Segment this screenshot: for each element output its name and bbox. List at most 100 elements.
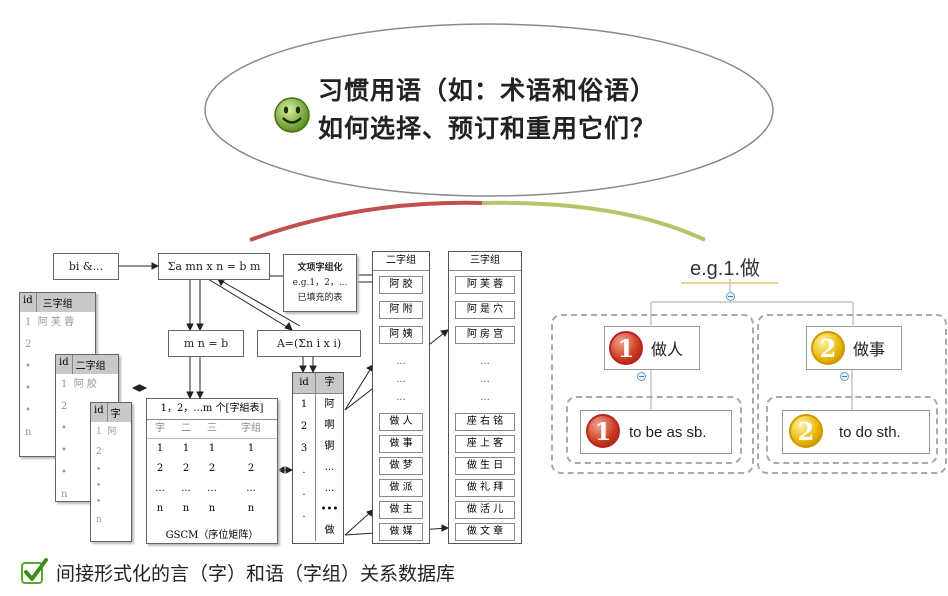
gscm-col: 字 bbox=[155, 423, 165, 434]
gscm-col: 三 bbox=[207, 423, 217, 434]
smiley-icon bbox=[272, 95, 312, 135]
gscm-row: ............ bbox=[147, 479, 277, 499]
mn-box: m n = b bbox=[168, 330, 244, 357]
row-char: 啊 bbox=[324, 420, 335, 431]
gscm-cell: 2 bbox=[156, 463, 164, 474]
collapse-icon[interactable] bbox=[637, 372, 646, 381]
bigram-column: 二字组 阿 胶阿 附阿 姨.........做 人做 事做 梦做 派做 主做 媒 bbox=[372, 251, 430, 544]
bubble-line-1: 习惯用语（如：术语和俗语） bbox=[318, 76, 657, 105]
checkbox-icon bbox=[19, 556, 49, 586]
row-char: ... bbox=[324, 462, 335, 473]
row-id: 2 bbox=[25, 339, 32, 350]
row-id: • bbox=[96, 465, 102, 475]
col-id: id bbox=[293, 373, 316, 393]
node-to-do-sth-label: to do sth. bbox=[839, 423, 901, 441]
gscm-cell: 1 bbox=[156, 443, 164, 454]
col-ellipsis: ... bbox=[480, 392, 490, 403]
row-id: . bbox=[302, 487, 306, 498]
gscm-cell: n bbox=[182, 503, 190, 514]
number-1-text: 1 bbox=[594, 416, 612, 446]
col-cell: 做 活 儿 bbox=[455, 501, 515, 519]
branch-1-child-group bbox=[566, 396, 742, 464]
row-value: 阿 bbox=[107, 427, 117, 437]
col-ellipsis: ... bbox=[480, 356, 490, 367]
col-cell: 座 上 客 bbox=[455, 435, 515, 453]
gscm-col: 二 bbox=[181, 423, 191, 434]
number-1-text: 1 bbox=[617, 333, 635, 363]
number-1-icon: 1 bbox=[609, 331, 643, 365]
col-id: id bbox=[91, 403, 108, 422]
col-cell: 做 主 bbox=[379, 501, 423, 519]
row-id: • bbox=[61, 467, 67, 478]
bottom-caption: 间接形式化的言（字）和语（字组）关系数据库 bbox=[56, 563, 456, 585]
number-2-icon: 2 bbox=[789, 414, 823, 448]
char-list: 阿啊锕......•••做 bbox=[316, 394, 343, 541]
gscm-cell: 2 bbox=[247, 463, 255, 474]
row-id: • bbox=[25, 383, 31, 394]
col-cell: 阿 是 穴 bbox=[455, 301, 515, 319]
example-title: e.g.1.做 bbox=[690, 258, 761, 280]
col-cell: 做 文 章 bbox=[455, 523, 515, 541]
col-cell: 做 事 bbox=[379, 435, 423, 453]
row-char: 阿 bbox=[324, 399, 335, 410]
gscm-cell: 2 bbox=[208, 463, 216, 474]
row-id: n bbox=[61, 489, 68, 500]
row-char: 做 bbox=[324, 525, 335, 536]
row-id: • bbox=[25, 361, 31, 372]
col-id: id bbox=[20, 293, 37, 312]
note-line-3: 已填充的表 bbox=[297, 292, 343, 303]
col-cell: 阿 房 宫 bbox=[455, 326, 515, 344]
gscm-cell: 1 bbox=[182, 443, 190, 454]
row-id: • bbox=[96, 497, 102, 507]
col-ellipsis: ... bbox=[396, 356, 406, 367]
col-bigram: 二字组 bbox=[75, 361, 106, 372]
note-line-2: e.g.1，2，... bbox=[292, 277, 348, 288]
node-to-be-as-sb-label: to be as sb. bbox=[629, 423, 707, 441]
bi-box: bi &... bbox=[53, 253, 119, 280]
col-cell: 做 梦 bbox=[379, 457, 423, 475]
row-char: ••• bbox=[320, 504, 339, 515]
col-cell: 做 礼 拜 bbox=[455, 479, 515, 497]
row-id: 2 bbox=[61, 401, 68, 412]
gscm-cell: 1 bbox=[247, 443, 255, 454]
trigram-column: 三字组 阿 芙 蓉阿 是 穴阿 房 宫.........座 右 铭座 上 客做 … bbox=[448, 251, 522, 544]
row-id: • bbox=[96, 481, 102, 491]
row-id: n bbox=[25, 427, 32, 438]
row-id: . bbox=[302, 509, 306, 520]
gscm-cell: ... bbox=[181, 483, 191, 494]
col-cell: 做 媒 bbox=[379, 523, 423, 541]
col-cell: 阿 胶 bbox=[379, 276, 423, 294]
collapse-icon[interactable] bbox=[840, 372, 849, 381]
number-2-text: 2 bbox=[797, 416, 815, 446]
number-2-icon: 2 bbox=[811, 331, 845, 365]
equation-box: Σa mn x n = b m bbox=[158, 253, 270, 280]
node-zuoren-label: 做人 bbox=[651, 342, 684, 359]
branch-2-child-group bbox=[766, 396, 938, 464]
row-id: 1 bbox=[96, 427, 102, 437]
col-char: 字 bbox=[324, 377, 335, 388]
gscm-header: 1，2，...m 个[字組表] bbox=[147, 399, 277, 420]
note-box: 文项字组化 e.g.1，2，... 已填充的表 bbox=[283, 254, 357, 312]
gscm-cell: ... bbox=[155, 483, 165, 494]
col-cell: 阿 附 bbox=[379, 301, 423, 319]
a-box: A=(Σn i x i) bbox=[257, 330, 361, 357]
col-cell: 座 右 铭 bbox=[455, 413, 515, 431]
col-cell: 阿 姨 bbox=[379, 326, 423, 344]
col-cell: 阿 芙 蓉 bbox=[455, 276, 515, 294]
gscm-cell: n bbox=[247, 503, 255, 514]
gscm-cell: ... bbox=[246, 483, 256, 494]
gscm-cell: ... bbox=[207, 483, 217, 494]
collapse-icon[interactable] bbox=[726, 292, 735, 301]
note-line-1: 文项字组化 bbox=[297, 262, 343, 273]
col-cell: 做 派 bbox=[379, 479, 423, 497]
row-id: 2 bbox=[300, 421, 308, 432]
row-id: 1 bbox=[25, 317, 32, 328]
gscm-cell: n bbox=[156, 503, 164, 514]
col-ellipsis: ... bbox=[480, 374, 490, 385]
